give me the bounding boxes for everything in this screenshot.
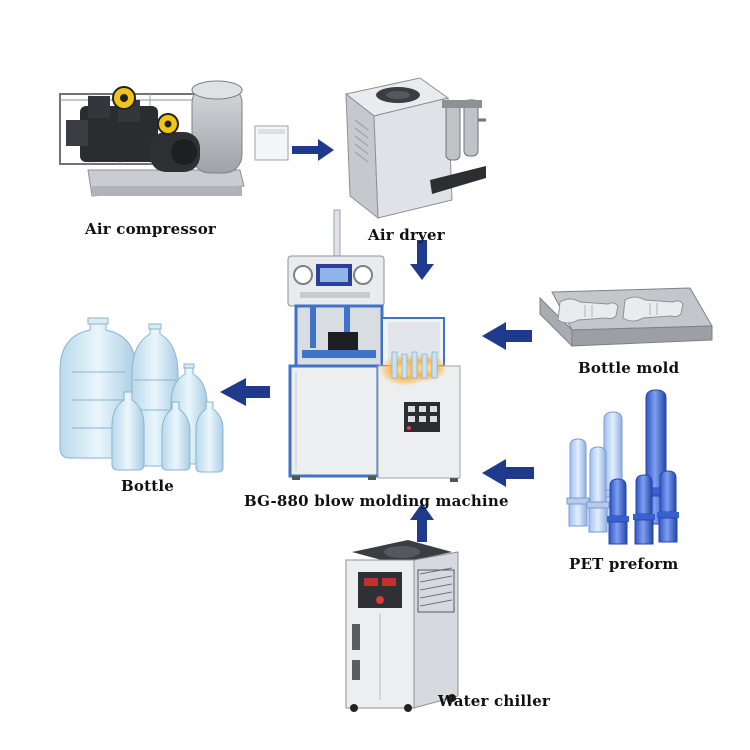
water-chiller-illustration	[345, 540, 459, 712]
label-bottle-mold: Bottle mold	[578, 359, 680, 377]
air-compressor-illustration	[59, 80, 289, 197]
bottles-illustration	[59, 317, 224, 473]
air-dryer-illustration	[344, 77, 486, 220]
label-bottle: Bottle	[121, 477, 174, 495]
label-water-chiller: Water chiller	[438, 692, 551, 710]
arrow-compressor-to-dryer	[292, 139, 334, 161]
label-air-dryer: Air dryer	[368, 226, 445, 244]
blow-molding-machine-illustration	[287, 209, 461, 482]
arrow-machine-to-bottle	[220, 378, 270, 406]
pet-preform-illustration	[566, 389, 679, 545]
flow-arrows	[220, 139, 534, 542]
arrow-dryer-to-machine	[410, 240, 434, 280]
arrow-mold-to-machine	[482, 322, 532, 350]
arrow-preform-to-machine	[482, 459, 534, 487]
label-pet-preform: PET preform	[569, 555, 679, 573]
bottle-mold-illustration	[539, 287, 713, 348]
arrow-chiller-to-machine	[410, 503, 434, 542]
label-blow-molding-machine: BG-880 blow molding machine	[244, 492, 509, 510]
label-air-compressor: Air compressor	[85, 220, 217, 238]
